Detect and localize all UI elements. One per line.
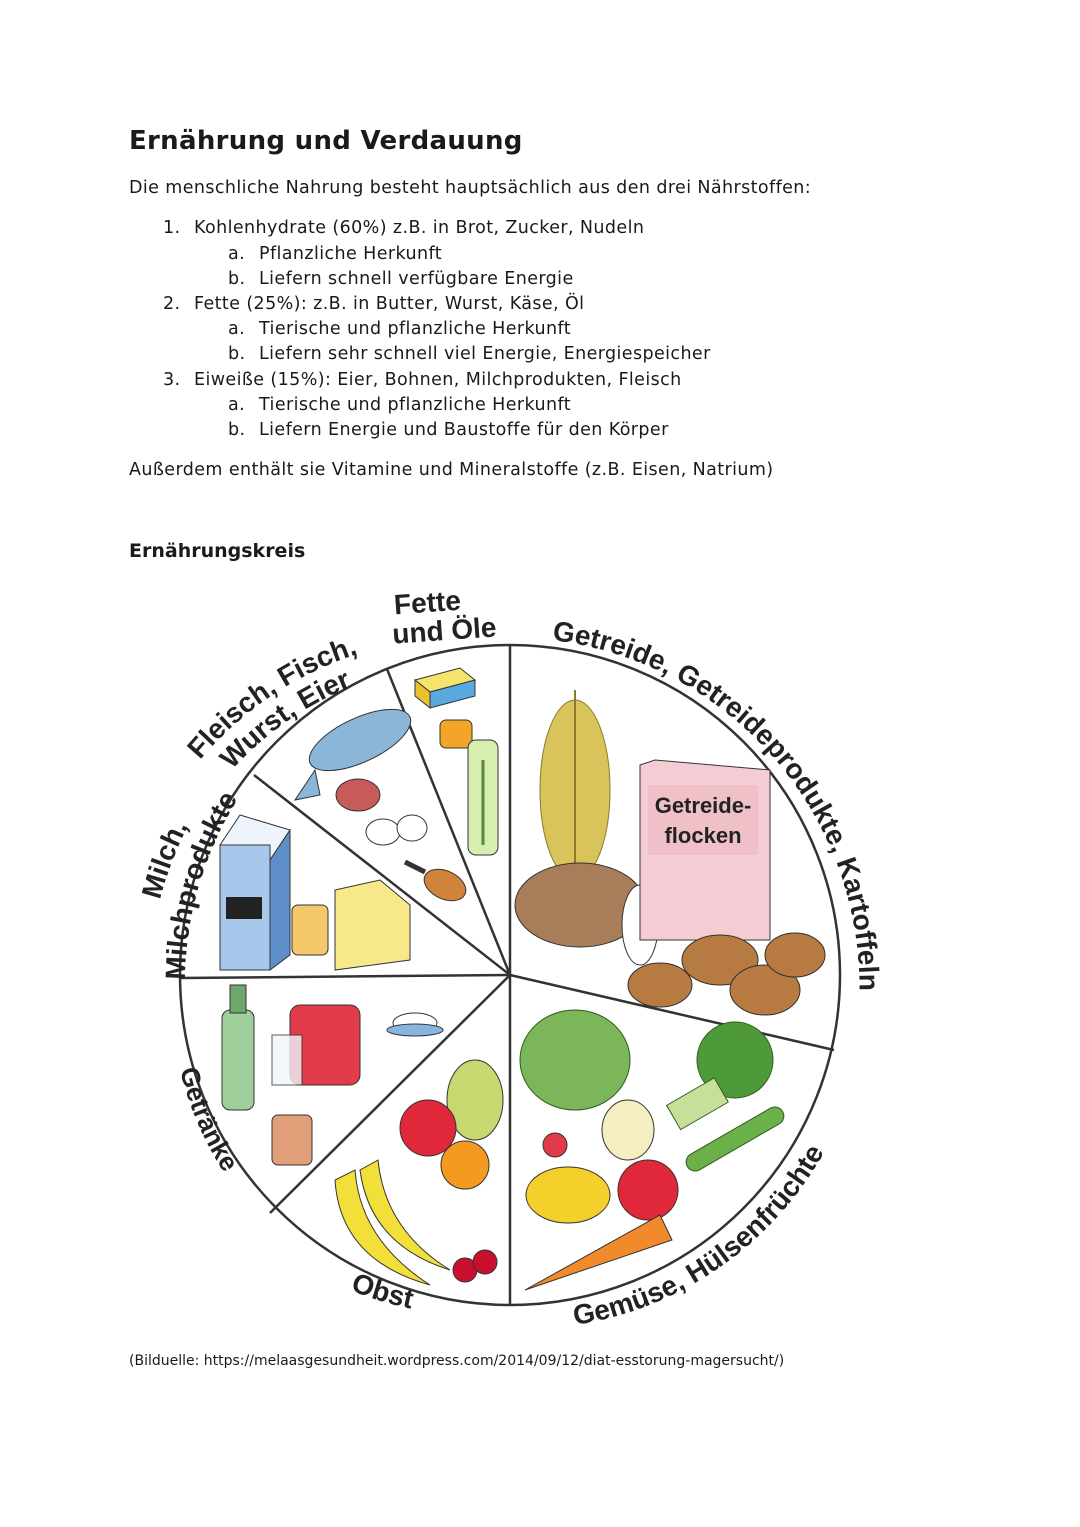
radish-icon [542,1132,568,1158]
tea-glass-icon [271,1114,313,1166]
potatoes-icon [627,932,826,1016]
beans-icon [685,1106,785,1172]
orange-icon [440,1140,490,1190]
carrot-icon [524,1214,673,1291]
wheat-icon [539,690,611,881]
list-number: 3. [163,370,181,390]
tomato-icon [617,1159,679,1221]
cereal-box-label-1: Getreide- [655,793,752,818]
page-title: Ernährung und Verdauung [129,126,523,156]
cereal-box-icon: Getreide- flocken [639,759,771,941]
broccoli-icon [665,1021,774,1131]
cereal-box-label-2: flocken [664,823,741,848]
label-fette-1: Fette [393,585,462,621]
pear-icon [446,1059,504,1141]
list-letter: a. [228,395,246,415]
bananas-icon [334,1159,451,1286]
intro-text: Die menschliche Nahrung besteht hauptsäc… [129,178,812,198]
cherries-icon [452,1249,498,1283]
sub-list-item: Tierische und pflanzliche Herkunft [259,319,571,339]
yogurt-jar-icon [291,904,329,956]
list-letter: a. [228,319,246,339]
apple-icon [399,1099,457,1157]
list-item: Kohlenhydrate (60%) z.B. in Brot, Zucker… [194,218,645,238]
sub-list-item: Liefern sehr schnell viel Energie, Energ… [259,344,711,364]
list-item: Fette (25%): z.B. in Butter, Wurst, Käse… [194,294,585,314]
image-source: (Bilduelle: https://melaasgesundheit.wor… [129,1353,785,1369]
sub-list-item: Tierische und pflanzliche Herkunft [259,395,571,415]
pepper-icon [525,1166,611,1224]
list-letter: a. [228,244,246,264]
teacup-icon [386,1012,444,1037]
oil-bottle-icon [439,719,499,856]
list-item: Eiweiße (15%): Eier, Bohnen, Milchproduk… [194,370,682,390]
onion-icon [601,1099,655,1161]
list-letter: b. [228,269,246,289]
list-number: 2. [163,294,181,314]
fish-icon [293,708,412,801]
label-fette-2: und Öle [391,611,497,649]
section-title: Ernährungskreis [129,540,306,562]
chicken-leg-icon [403,859,467,902]
eggs-icon [365,814,428,846]
milk-carton-icon [219,814,291,971]
list-letter: b. [228,344,246,364]
list-letter: b. [228,420,246,440]
butter-icon [413,667,477,710]
sub-list-item: Pflanzliche Herkunft [259,244,442,264]
sub-list-item: Liefern Energie und Baustoffe für den Kö… [259,420,669,440]
cabbage-icon [519,1009,631,1111]
list-number: 1. [163,218,181,238]
sub-list-item: Liefern schnell verfügbare Energie [259,269,574,289]
steak-icon [335,778,381,812]
water-bottle-icon [221,984,255,1111]
closing-text: Außerdem enthält sie Vitamine und Minera… [129,460,774,480]
juice-jug-icon [271,1004,361,1086]
cheese-icon [334,879,411,971]
